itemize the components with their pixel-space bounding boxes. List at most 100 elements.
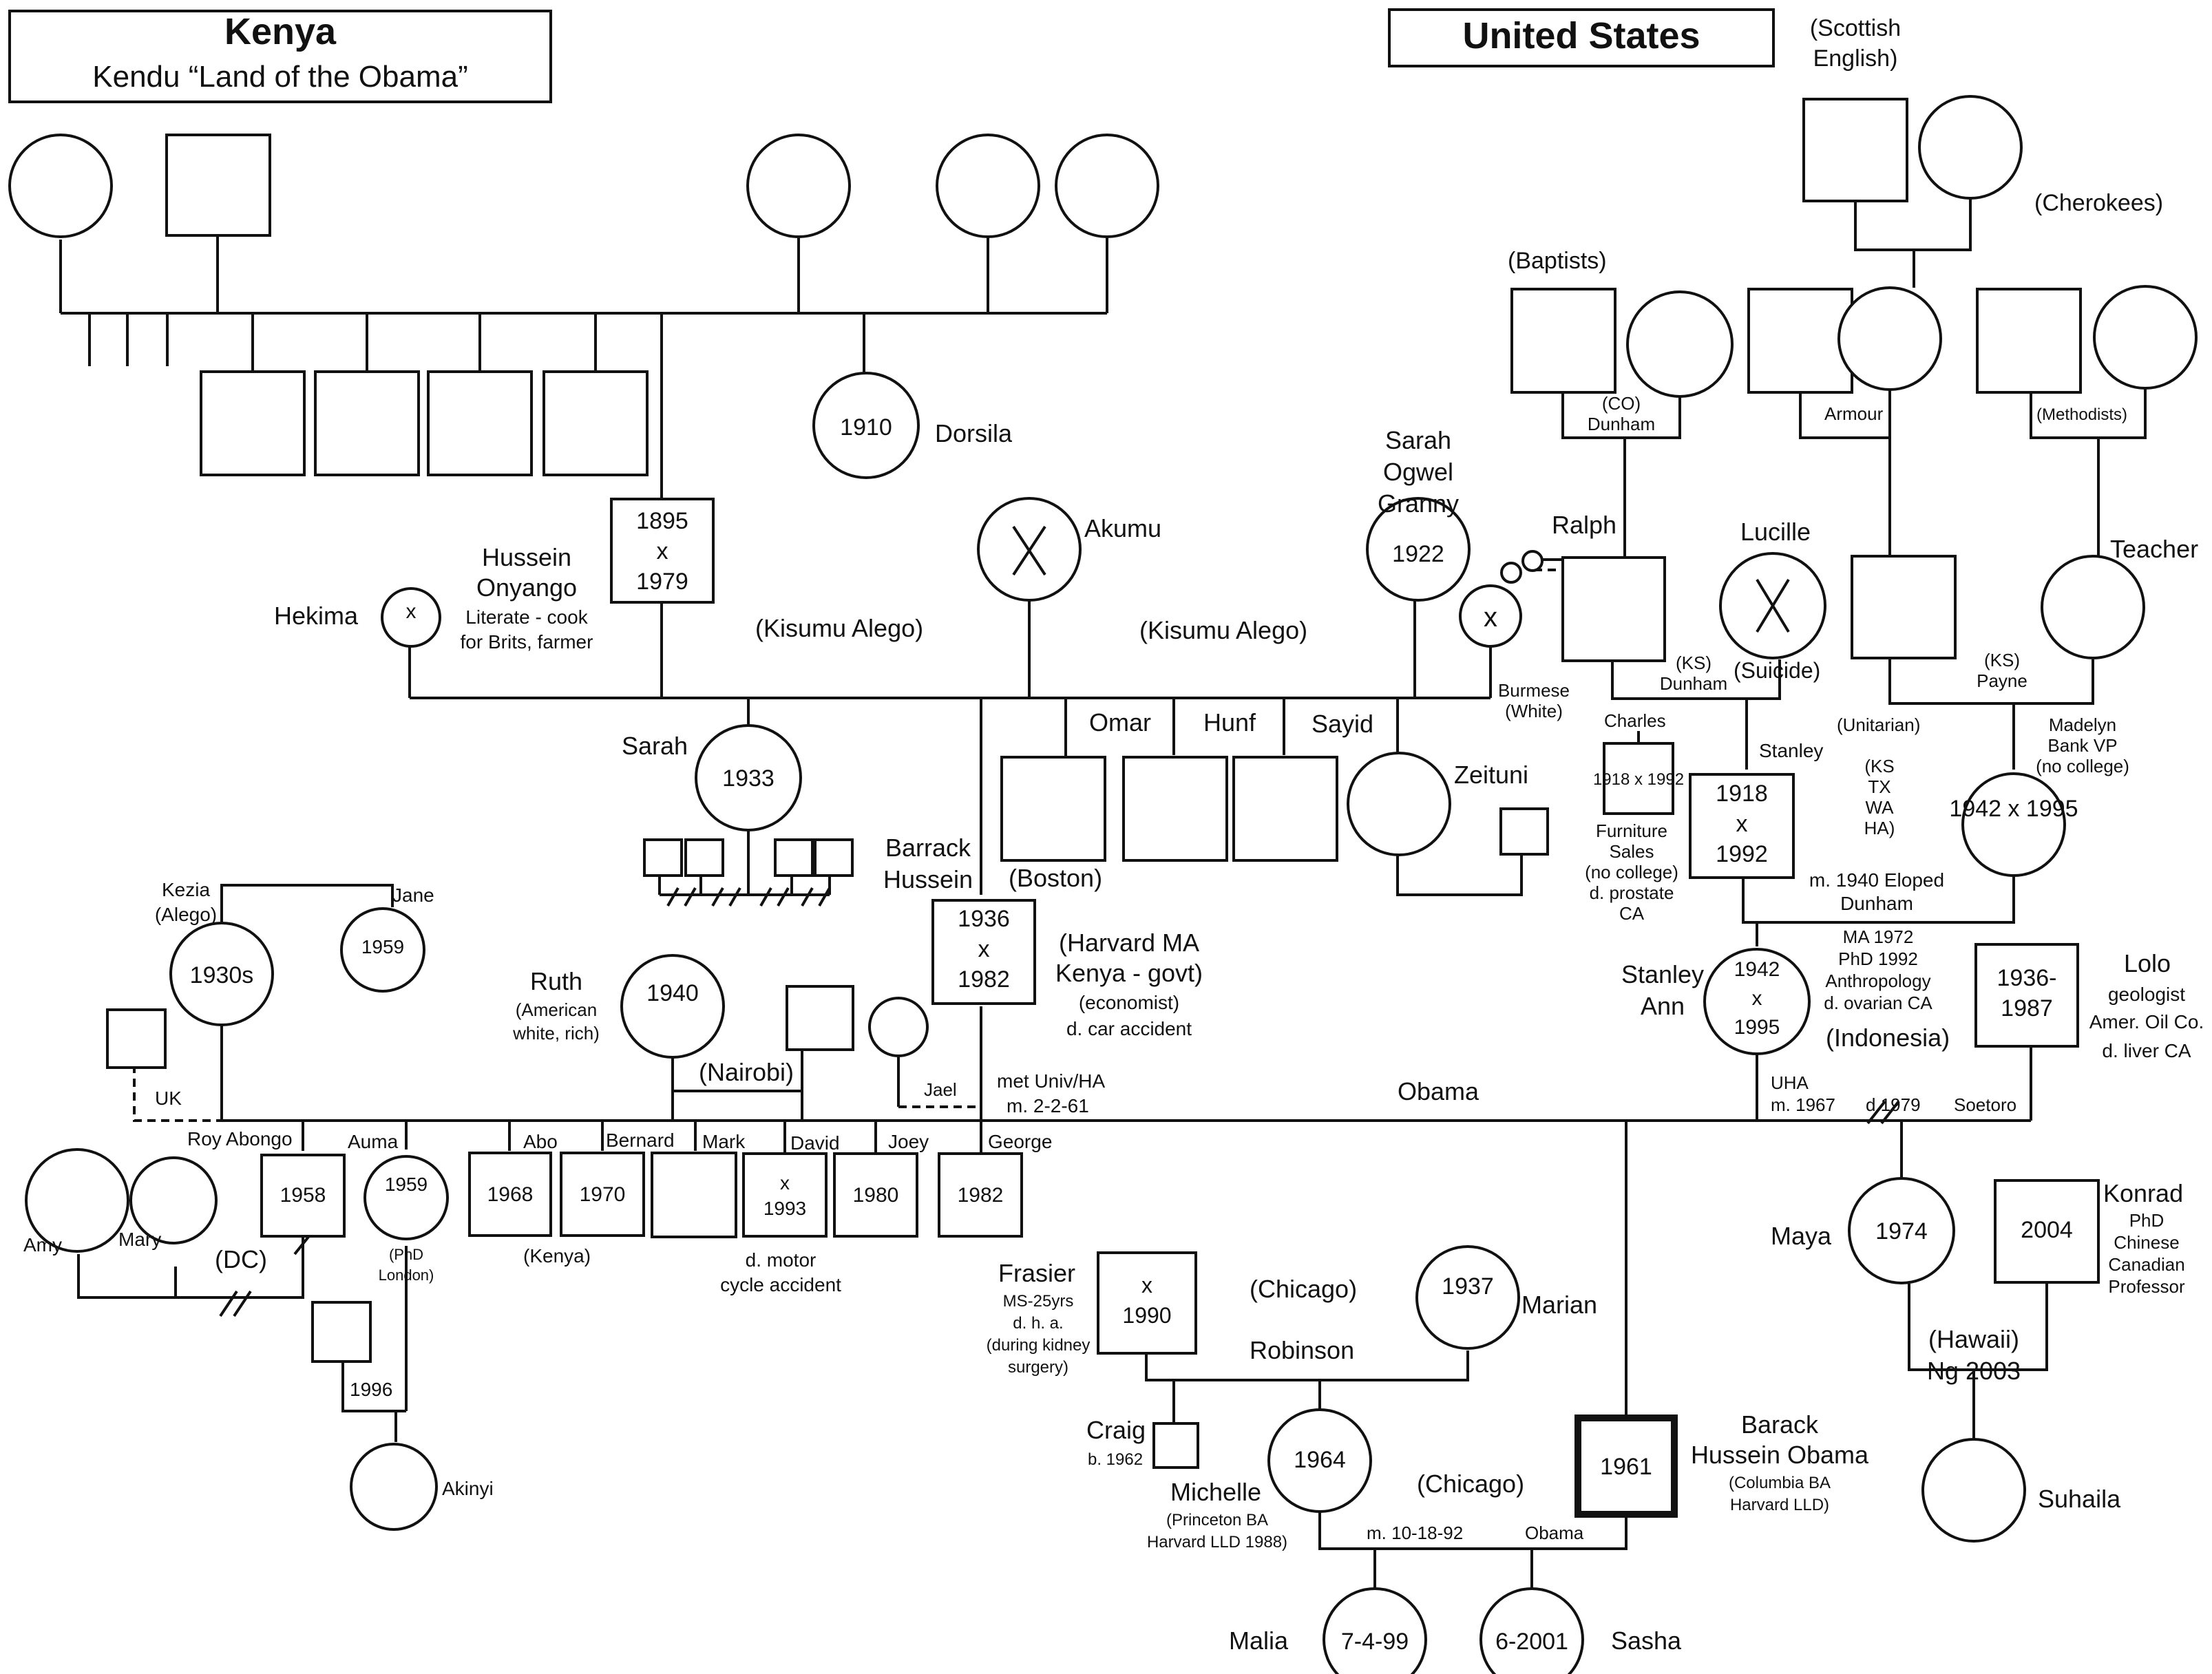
node-ruth-sp: [786, 985, 854, 1051]
label-dorsila: Dorsila: [935, 419, 1013, 447]
node-craig: [1152, 1422, 1199, 1469]
node-george: 1982: [938, 1152, 1023, 1238]
node-marian: 1937: [1415, 1245, 1520, 1350]
node-sarah-k3: [774, 838, 814, 877]
node-akinyi: [350, 1443, 438, 1531]
node-david-label-1: x: [780, 1172, 790, 1194]
node-barack-sr-label-2: x: [978, 936, 990, 962]
node-sasha-label: 6-2001: [1495, 1629, 1568, 1655]
node-k-top-s1: [165, 134, 271, 237]
node-lolo-label-2: 1987: [2001, 995, 2053, 1021]
node-sarah-k4: [814, 838, 854, 877]
label-george: George: [988, 1131, 1052, 1152]
node-sarah-k1: [643, 838, 683, 877]
label-nairobi: (Nairobi): [699, 1058, 794, 1086]
label-soetoro: Soetoro: [1954, 1094, 2016, 1115]
label-kezia: Kezia(Alego): [155, 879, 217, 925]
node-amy: [25, 1148, 129, 1253]
node-kezia: 1930s: [169, 922, 274, 1026]
node-mary: [129, 1156, 218, 1244]
label-craig: Craig: [1086, 1416, 1146, 1444]
label-joey: Joey: [888, 1131, 929, 1152]
node-maya-label: 1974: [1875, 1218, 1928, 1244]
node-ruth-label: 1940: [646, 980, 699, 1006]
node-auma: 1959: [364, 1155, 449, 1240]
node-onyango: 1895 x 1979: [610, 498, 715, 604]
label-stanley: Stanley: [1759, 740, 1823, 761]
node-sarah1933-label: 1933: [722, 765, 775, 792]
node-joey: 1980: [833, 1152, 918, 1238]
node-barack-sr-label-1: 1936: [958, 906, 1010, 932]
label-kisumu2: (Kisumu Alego): [1139, 616, 1307, 644]
node-bap-s: [1510, 288, 1616, 394]
node-sarah-k2: [684, 838, 724, 877]
label-auma: Auma: [348, 1131, 399, 1152]
node-lucille: [1719, 552, 1826, 659]
node-barack-label: 1961: [1600, 1454, 1652, 1480]
node-hekima: x: [381, 587, 441, 648]
node-arm-s: [1747, 288, 1853, 394]
label-methodists: (Methodists): [2036, 405, 2127, 424]
node-ann-label-1: 1942: [1734, 958, 1780, 981]
node-onyango-label-3: 1979: [636, 569, 688, 595]
node-small-c2: [1521, 550, 1544, 572]
node-george-label: 1982: [958, 1184, 1004, 1207]
node-charles: 1918 x 1992: [1593, 742, 1684, 815]
node-frasier-label-1: x: [1141, 1273, 1152, 1297]
node-konrad-label: 2004: [2021, 1217, 2073, 1243]
node-auma-sp: [311, 1301, 372, 1363]
node-omar: [1000, 756, 1106, 862]
label-ruth: Ruth: [530, 967, 582, 995]
node-jane: 1959: [340, 907, 425, 993]
us-title: United States: [1462, 15, 1700, 56]
node-granny-label: 1922: [1392, 541, 1444, 567]
node-k-sib1: [200, 370, 306, 476]
node-stanley-label-3: 1992: [1716, 841, 1768, 867]
label-uk: UK: [155, 1088, 182, 1109]
node-konrad: 2004: [1994, 1179, 2100, 1284]
node-maya: 1974: [1848, 1177, 1955, 1284]
label-michelle: Michelle: [1170, 1478, 1261, 1506]
label-robinson: Robinson: [1250, 1336, 1354, 1364]
node-roy: 1958: [260, 1154, 346, 1238]
node-frasier: x 1990: [1097, 1251, 1197, 1355]
node-bernard: 1970: [560, 1152, 645, 1237]
node-k-top-c4: [1055, 134, 1159, 238]
node-zeituni: [1347, 752, 1451, 856]
node-meth-s: [1976, 288, 2082, 394]
node-marian-label: 1937: [1442, 1273, 1494, 1300]
label-sayid: Sayid: [1312, 710, 1373, 738]
label-jael: Jael: [924, 1079, 957, 1100]
label-unitarian: (Unitarian): [1837, 714, 1920, 735]
node-michelle: 1964: [1267, 1408, 1372, 1513]
label-d1979: d.1979: [1866, 1094, 1921, 1115]
label-maya: Maya: [1771, 1222, 1832, 1250]
node-ann-label-2: x: [1752, 987, 1762, 1010]
node-arm-c: [1837, 286, 1942, 391]
node-ann: 1942 x 1995: [1703, 948, 1811, 1055]
node-mark: [651, 1152, 737, 1238]
node-jael: [868, 997, 929, 1057]
label-hunf: Hunf: [1203, 708, 1256, 737]
label-boston: (Boston): [1009, 864, 1102, 892]
node-sasha: 6-2001: [1479, 1587, 1584, 1674]
node-stanley: 1918 x 1992: [1689, 773, 1795, 879]
label-teacher: Teacher: [2110, 535, 2198, 563]
node-barack: 1961: [1574, 1415, 1678, 1518]
label-omar: Omar: [1089, 708, 1151, 737]
node-suhaila: [1921, 1438, 2026, 1543]
label-ks-payne: (KS)Payne: [1977, 650, 2027, 691]
label-frasier: Frasier: [998, 1259, 1075, 1287]
